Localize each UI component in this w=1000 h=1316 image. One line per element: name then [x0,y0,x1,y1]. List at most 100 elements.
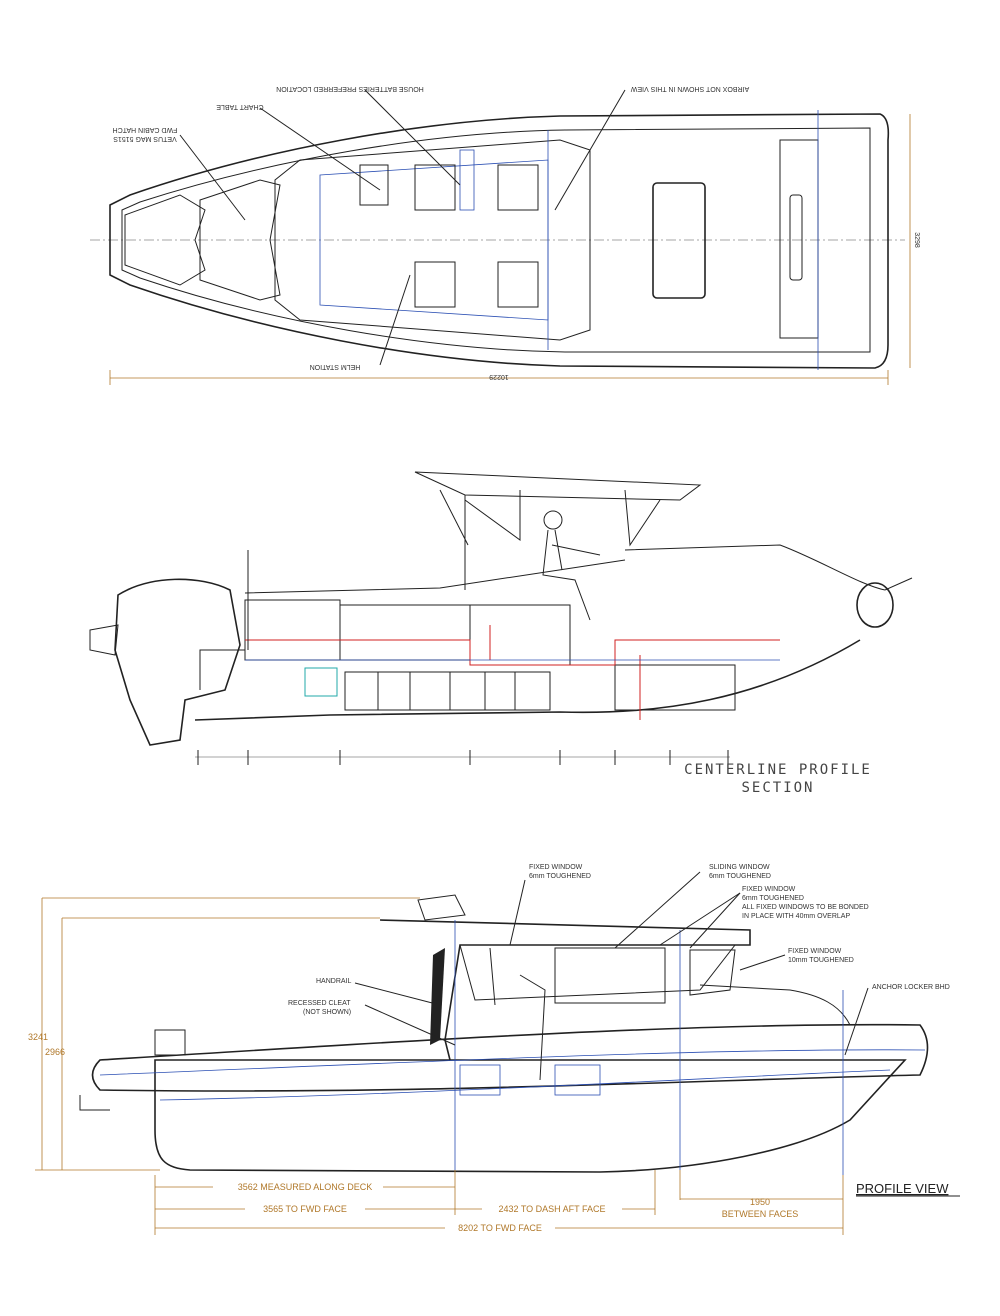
profile-fwd-window [689,949,736,996]
plan-aft-hatch [652,182,706,299]
profile-handrail [430,948,445,1045]
section-person-body [542,529,601,621]
dim-d2: 3565 TO FWD FACE [263,1204,347,1214]
leader [689,892,741,949]
plan-seat [497,164,539,211]
label-chart-table: CHART TABLE [216,103,264,110]
leader [259,107,381,191]
label-cleat-a: RECESSED CLEAT [288,1000,351,1007]
profile-tube [91,1023,929,1092]
leader [659,892,741,946]
plan-transom-step [789,194,803,281]
dim-d3: 2432 TO DASH AFT FACE [498,1204,605,1214]
section-outboard [114,578,241,746]
plan-transom [779,139,819,339]
profile-window-frame [489,947,546,1081]
leader [364,89,461,186]
dim-d4b: BETWEEN FACES [722,1209,799,1219]
label-fixed-window-3b: 10mm TOUGHENED [788,957,854,964]
plan-hull-outline [109,113,890,369]
label-helm-station: HELM STATION [310,363,361,370]
dim-mask [482,1202,622,1214]
section-title-1: CENTERLINE PROFILE [684,762,872,778]
profile-tube-line [99,1049,926,1076]
label-fixed-window-3a: FIXED WINDOW [788,948,842,955]
profile-seat-box [554,1064,601,1096]
label-fixed-window-2d: IN PLACE WITH 40mm OVERLAP [742,913,850,920]
plan-wheelhouse [274,139,591,341]
plan-seat [414,261,456,308]
dim-mask [245,1202,365,1214]
dim-d4a: 1950 [750,1197,770,1207]
plan-batteries [459,149,475,211]
section-locker [339,604,471,661]
plan-beam-dim: 3298 [913,232,920,248]
profile-window-band [459,944,737,1001]
profile-sliding-window [554,947,666,1004]
leader [354,982,441,1006]
label-fixed-window-2c: ALL FIXED WINDOWS TO BE BONDED [742,904,869,911]
leader [364,1004,456,1046]
plan-view: 10229 3298 HOUSE BATTERIES PREFERRED LOC… [90,85,920,385]
label-sliding-window-a: SLIDING WINDOW [709,864,770,871]
section-windscreen [624,489,661,547]
dim-h1: 3241 [28,1032,48,1042]
label-handrail: HANDRAIL [316,978,352,985]
section-teal-box [304,667,338,697]
profile-title: PROFILE VIEW [856,1181,949,1196]
section-bow-rail [884,577,913,591]
section-bow-tube [856,582,894,628]
profile-view: 3241 2966 3562 MEASURED ALONG DECK 3565 … [28,864,960,1235]
dim-mask [445,1221,555,1233]
leader [614,871,701,949]
section-console [469,604,571,666]
section-locker [244,599,341,661]
leader [554,89,626,211]
label-fixed-window-2a: FIXED WINDOW [742,886,796,893]
profile-foredeck [699,984,851,1026]
section-tanks [344,671,551,711]
label-airbox: AIRBOX NOT SHOWN IN THIS VIEW [630,85,749,92]
profile-stern-fitting [79,1095,110,1111]
label-fwd-hatch-1: FWD CABIN HATCH [113,126,178,133]
leader [739,954,786,971]
profile-aft-post [154,1029,186,1056]
section-keel [194,639,861,721]
section-windscreen [464,490,521,541]
section-services-red [245,639,780,666]
plan-seat [414,164,456,211]
plan-tube-inner [121,127,871,353]
profile-waterline [159,1069,891,1101]
dim-mask [213,1180,383,1192]
section-pillar [439,489,469,546]
leader [844,987,869,1056]
dim-d1: 3562 MEASURED ALONG DECK [238,1182,373,1192]
section-title-2: SECTION [741,780,814,796]
section-deck-aft [244,559,626,594]
leader [379,274,411,366]
profile-seat-box [459,1064,501,1096]
label-anchor: ANCHOR LOCKER BHD [872,984,950,991]
plan-seat [359,164,389,206]
label-fixed-window-1a: FIXED WINDOW [529,864,583,871]
leader [509,879,526,946]
section-hardtop [414,471,702,501]
label-sliding-window-b: 6mm TOUGHENED [709,873,771,880]
label-fixed-window-1b: 6mm TOUGHENED [529,873,591,880]
leader [179,134,246,221]
section-view: CENTERLINE PROFILE SECTION [89,471,913,796]
section-person-head [543,510,563,530]
plan-seat [497,261,539,308]
label-cleat-b: (NOT SHOWN) [303,1009,351,1016]
plan-length-dim: 10229 [489,373,509,380]
label-fwd-hatch-2: VETUS MAG 5151S [113,135,177,142]
section-outboard-cowl [89,624,119,656]
profile-radar-arch [417,894,466,921]
label-fixed-window-2b: 6mm TOUGHENED [742,895,804,902]
section-fwd-locker [614,664,736,711]
section-transom [199,649,245,690]
label-house-batteries: HOUSE BATTERIES PREFERRED LOCATION [276,85,424,92]
profile-hull [154,1059,907,1173]
